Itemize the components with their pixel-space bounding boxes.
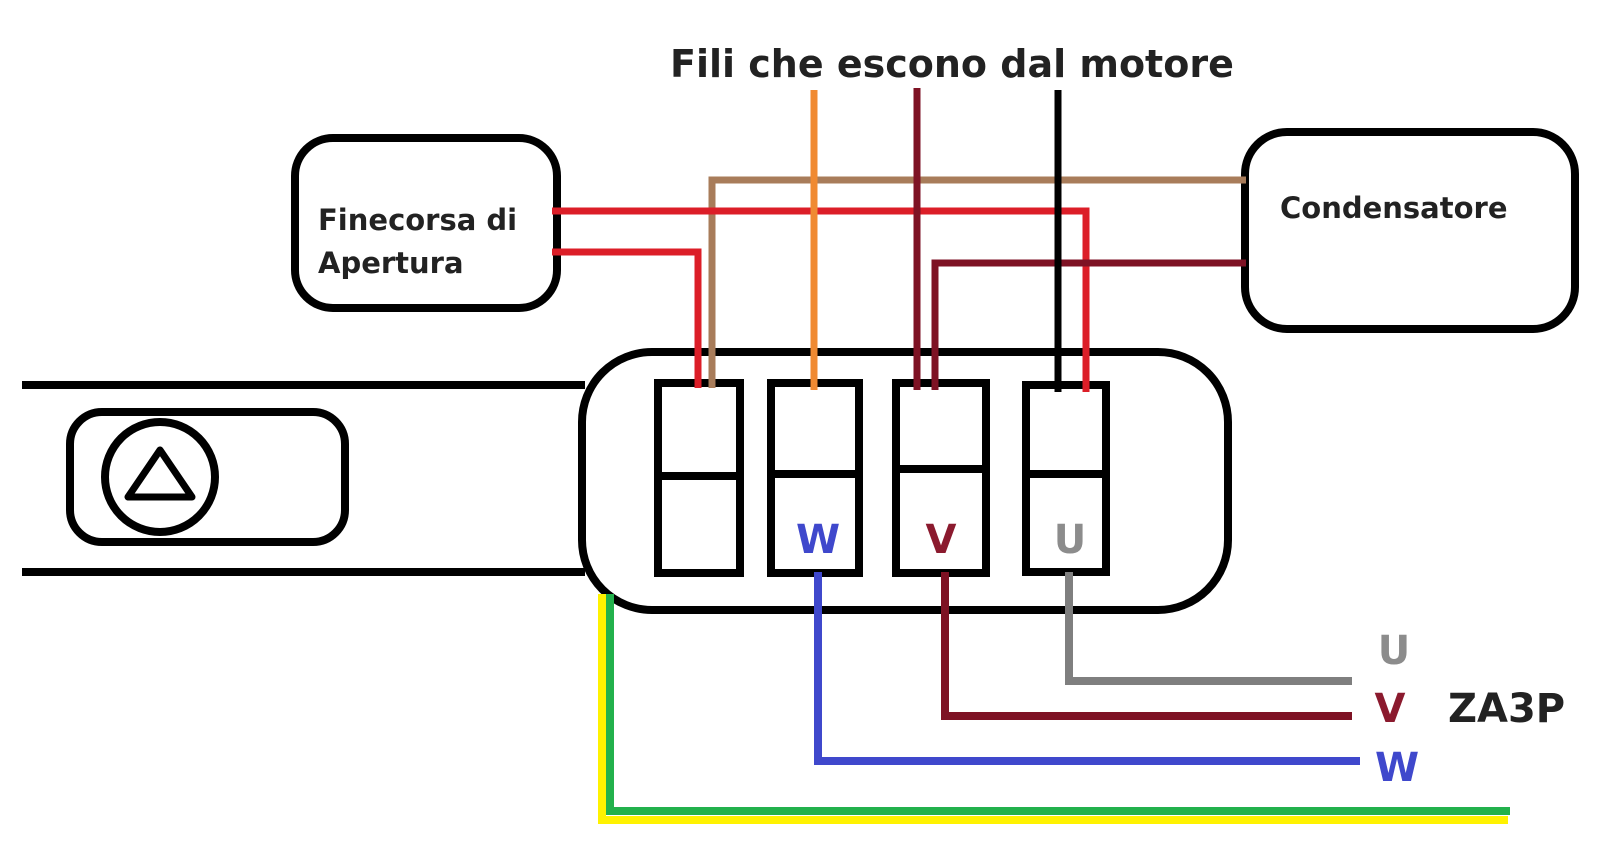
triangle-icon	[124, 446, 196, 501]
limit-switch-box	[291, 134, 561, 312]
terminal-label-v: V	[926, 517, 957, 563]
wire-blue-w-output	[814, 572, 1360, 765]
wire-darkred-v-output	[941, 572, 1352, 720]
wire-brown-capacitor	[708, 176, 1246, 388]
model-label: ZA3P	[1448, 686, 1565, 732]
wire-earth-green	[606, 594, 1510, 815]
capacitor-label: Condensatore	[1280, 191, 1508, 225]
wire-earth-yellow	[598, 594, 1508, 824]
limit-switch-label-line2: Apertura	[318, 246, 464, 280]
diagram-title: Fili che escono dal motore	[670, 42, 1234, 86]
motor-shaft-circle	[101, 418, 219, 536]
terminal-label-u: U	[1054, 517, 1086, 563]
wire-darkred-capacitor-to-v	[931, 259, 1246, 390]
wire-red-limit-to-terminal-1	[552, 248, 702, 388]
terminal-label-w: W	[796, 517, 840, 563]
motor-window	[66, 408, 349, 546]
wire-grey-u-output	[1065, 572, 1352, 685]
capacitor-box	[1241, 128, 1579, 333]
motor-body	[22, 381, 585, 576]
wire-red-limit-to-u	[552, 207, 1090, 392]
output-label-v: V	[1375, 686, 1406, 732]
output-label-u: U	[1378, 628, 1410, 674]
limit-switch-label-line1: Finecorsa di	[318, 203, 517, 237]
output-label-w: W	[1375, 745, 1419, 791]
